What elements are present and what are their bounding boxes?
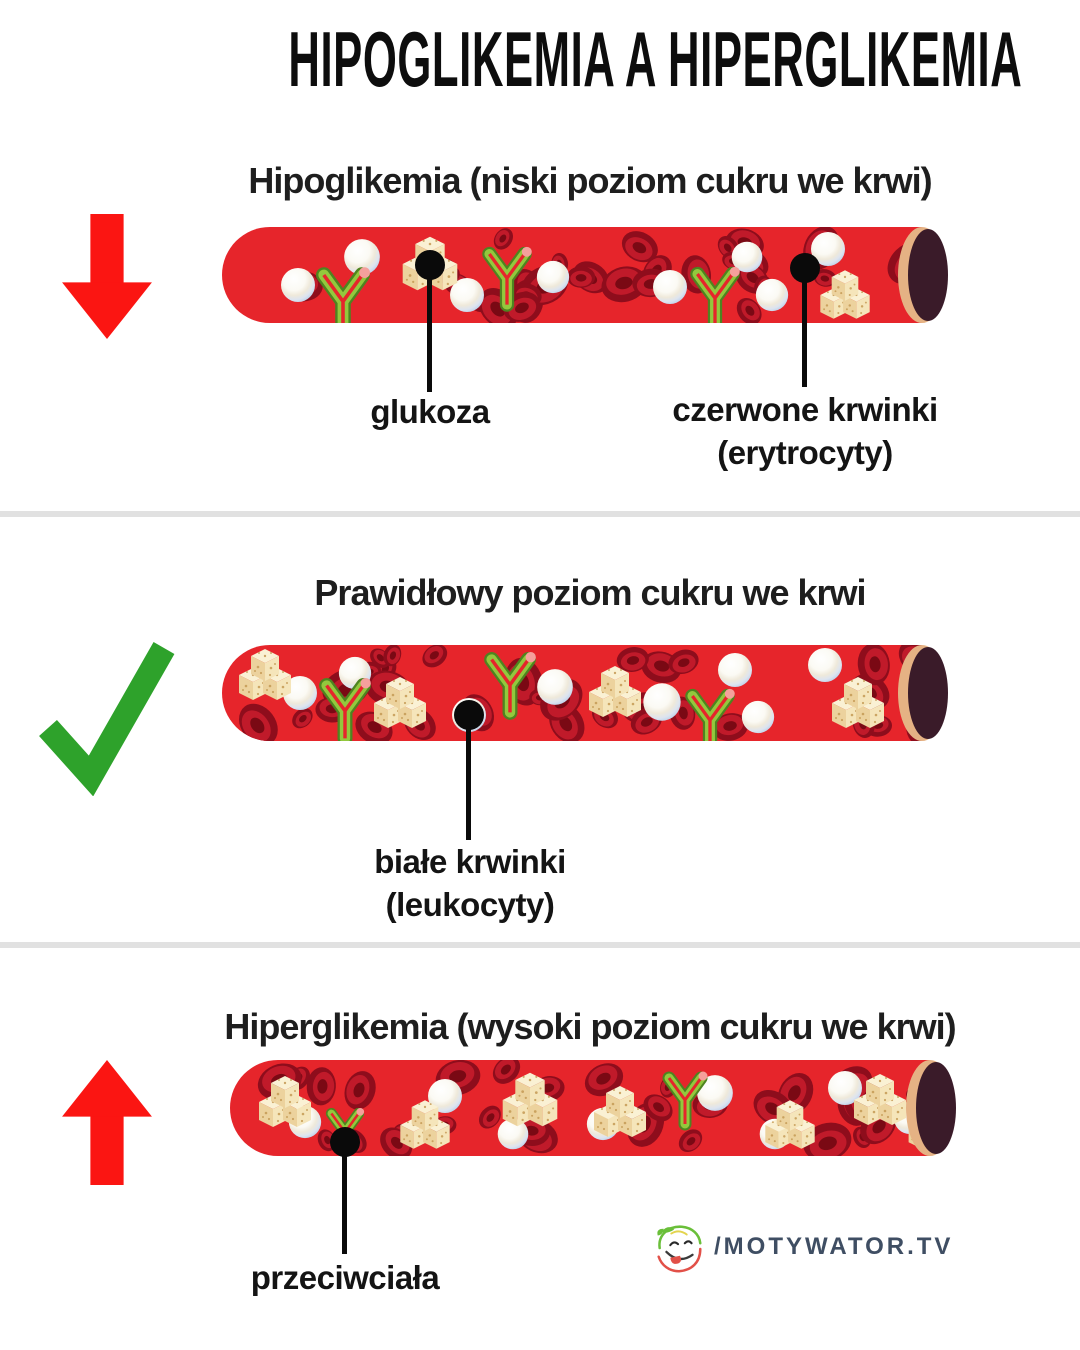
callout-line-erythrocytes (802, 268, 807, 387)
motywator-logo-icon (657, 1225, 702, 1273)
arrow-up-icon (62, 1059, 152, 1185)
label-glukoza: glukoza (370, 393, 490, 430)
checkmark-icon (39, 642, 175, 796)
label-przeciwciala: przeciwciała (250, 1259, 440, 1296)
page-title: HIPOGLIKEMIA A HIPERGLIKEMIA (0, 14, 1080, 105)
section-heading-normal: Prawidłowy poziom cukru we krwi (314, 572, 866, 613)
page-title-text: HIPOGLIKEMIA A HIPERGLIKEMIA (288, 15, 1023, 103)
motywator-logo-text: /MOTYWATOR.TV (714, 1233, 954, 1260)
arrow-down-icon (62, 214, 152, 340)
callout-line-glucose (427, 265, 432, 392)
label-czerwone-krwinki: czerwone krwinki (erytrocyty) (672, 391, 938, 471)
callout-line-leukocytes (466, 715, 471, 840)
blood-vessel-normal (222, 645, 948, 741)
label-biale-krwinki: białe krwinki (leukocyty) (374, 843, 566, 923)
blood-vessel-hypoglycemia (222, 227, 948, 323)
callout-line-antibodies (342, 1142, 347, 1254)
section-heading-hypoglycemia: Hipoglikemia (niski poziom cukru we krwi… (248, 160, 932, 201)
section-divider (0, 511, 1080, 517)
section-heading-hyperglycemia: Hiperglikemia (wysoki poziom cukru we kr… (224, 1006, 956, 1047)
section-divider (0, 942, 1080, 948)
